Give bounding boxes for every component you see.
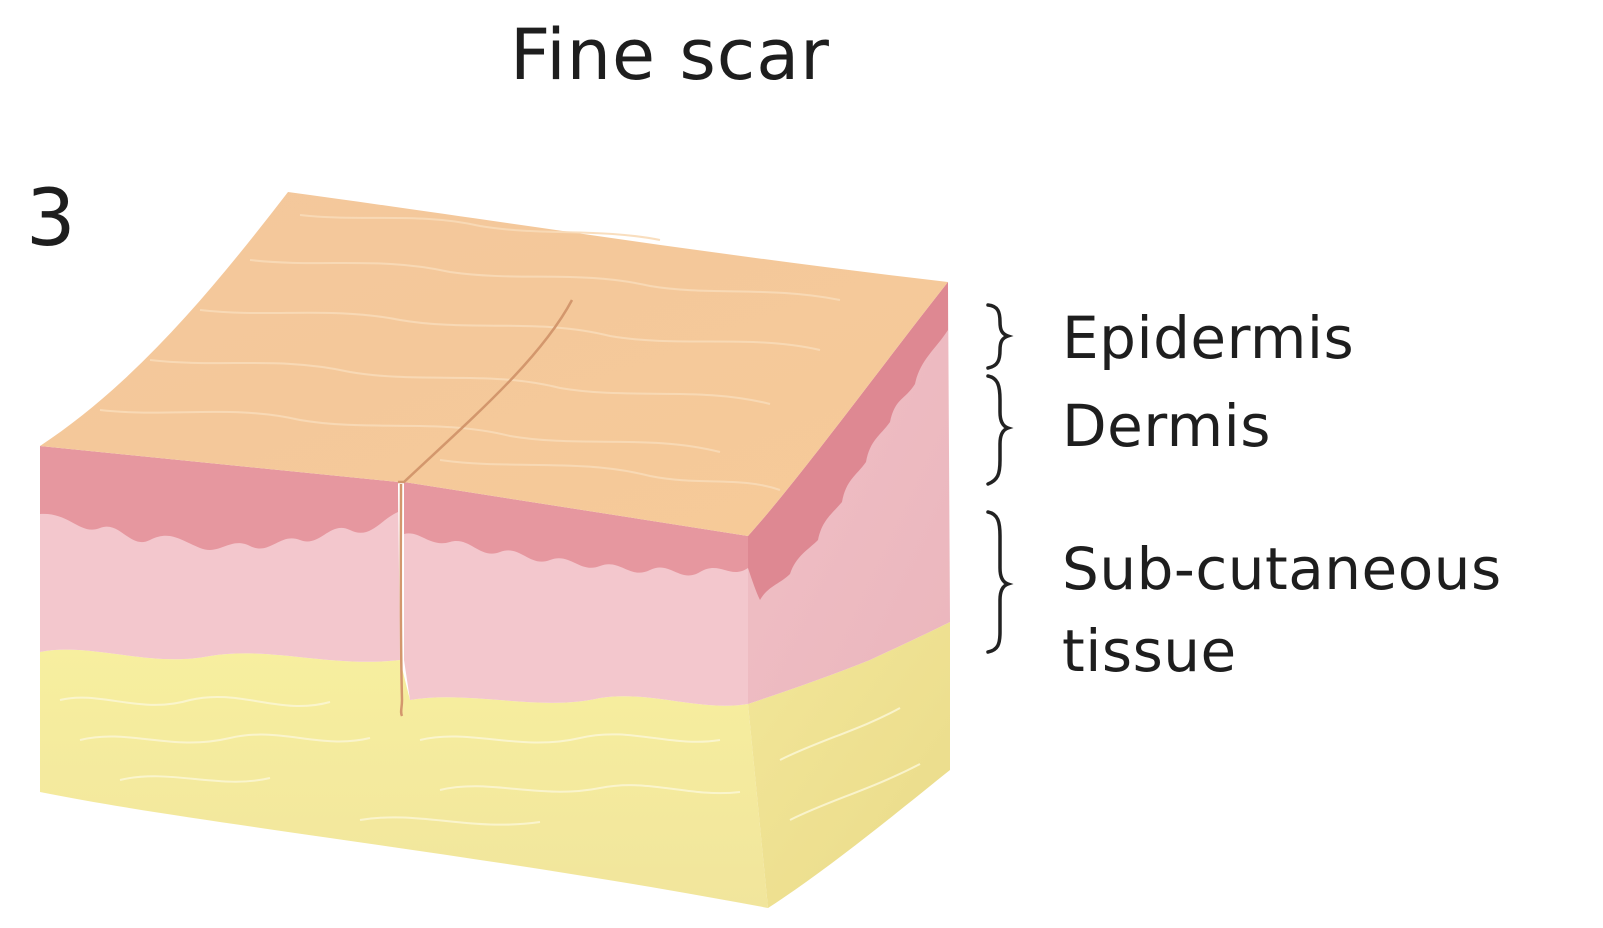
epidermis-label: Epidermis <box>1062 297 1354 379</box>
subcutaneous-label: Sub-cutaneous tissue <box>1062 528 1502 692</box>
dermis-bracket <box>988 376 1008 484</box>
step-number: 3 <box>26 180 76 258</box>
dermis-label: Dermis <box>1062 385 1271 467</box>
layer-brackets <box>988 305 1008 652</box>
subcutaneous-bracket <box>988 512 1008 652</box>
epidermis-bracket <box>988 305 1008 368</box>
diagram-title: Fine scar <box>0 14 1340 96</box>
